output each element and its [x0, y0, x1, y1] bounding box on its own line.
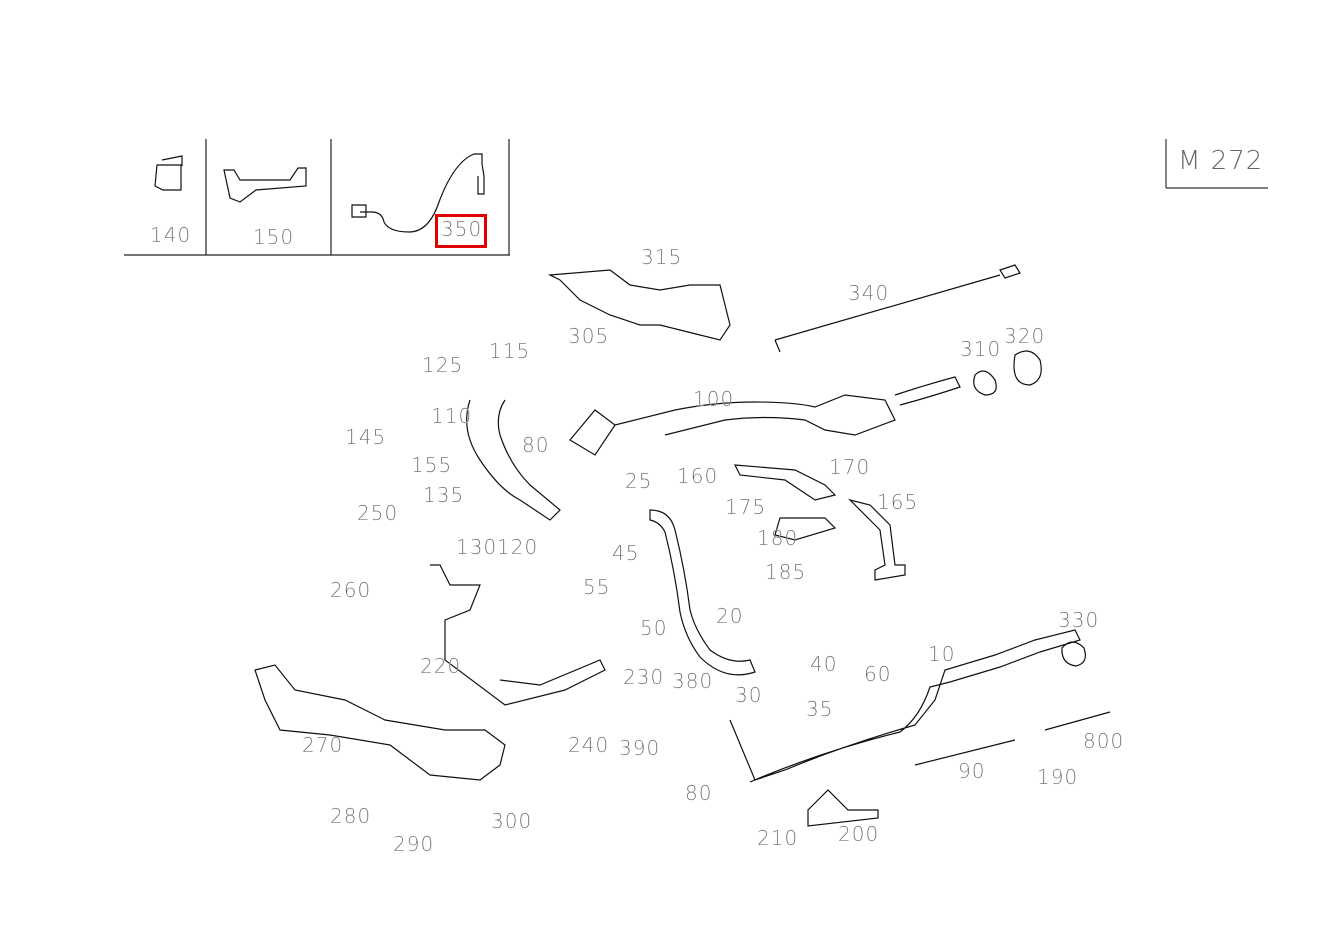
model-code: M 272 [1178, 146, 1264, 176]
part-label-390[interactable]: 390 [619, 736, 661, 760]
part-label-110[interactable]: 110 [431, 404, 473, 428]
model-frame [1165, 139, 1268, 189]
part-label-120[interactable]: 120 [497, 535, 539, 559]
part-140-bracket [154, 155, 183, 191]
part-100-front-pipe [569, 376, 961, 456]
part-label-380[interactable]: 380 [672, 669, 714, 693]
part-label-140[interactable]: 140 [150, 223, 192, 247]
part-label-305[interactable]: 305 [568, 324, 610, 348]
part-label-200[interactable]: 200 [838, 822, 880, 846]
part-270-bracket [254, 664, 506, 781]
part-110-downpipe [466, 399, 561, 521]
part-label-100[interactable]: 100 [693, 387, 735, 411]
part-label-175[interactable]: 175 [725, 495, 767, 519]
part-label-135[interactable]: 135 [423, 483, 465, 507]
part-label-210[interactable]: 210 [757, 826, 799, 850]
part-150-bracket [223, 167, 307, 203]
part-label-220[interactable]: 220 [420, 654, 462, 678]
part-320-ring [1013, 350, 1042, 386]
part-label-60[interactable]: 60 [864, 662, 892, 686]
part-label-320[interactable]: 320 [1004, 324, 1046, 348]
part-label-185[interactable]: 185 [765, 560, 807, 584]
part-label-50[interactable]: 50 [640, 616, 668, 640]
part-200-mount [807, 789, 879, 827]
part-90-rod [914, 739, 1016, 766]
part-label-40[interactable]: 40 [810, 652, 838, 676]
part-label-30[interactable]: 30 [735, 683, 763, 707]
part-180-plate [774, 517, 837, 541]
part-label-115[interactable]: 115 [489, 339, 531, 363]
part-340-cable [774, 264, 1021, 353]
part-310-clamp [973, 370, 997, 396]
part-800-rod [1044, 711, 1111, 731]
part-label-250[interactable]: 250 [357, 501, 399, 525]
part-label-125[interactable]: 125 [422, 353, 464, 377]
part-305-bracket [547, 269, 731, 341]
part-label-240[interactable]: 240 [568, 733, 610, 757]
part-label-155[interactable]: 155 [411, 453, 453, 477]
part-label-315[interactable]: 315 [641, 245, 683, 269]
part-label-290[interactable]: 290 [393, 832, 435, 856]
part-label-80b[interactable]: 80 [685, 781, 713, 805]
part-label-350[interactable]: 350 [441, 217, 483, 241]
part-170-bracket [733, 464, 837, 501]
part-330-clamp [1061, 641, 1086, 667]
part-label-190[interactable]: 190 [1037, 765, 1079, 789]
part-label-160[interactable]: 160 [677, 464, 719, 488]
part-label-150[interactable]: 150 [253, 225, 295, 249]
part-label-90[interactable]: 90 [958, 759, 986, 783]
part-20-pipe [649, 509, 756, 676]
part-label-260[interactable]: 260 [330, 578, 372, 602]
highlight-box [435, 214, 487, 248]
part-label-80[interactable]: 80 [522, 433, 550, 457]
part-label-10[interactable]: 10 [928, 642, 956, 666]
part-10-rear-pipe [729, 629, 1081, 783]
part-label-300[interactable]: 300 [491, 809, 533, 833]
part-label-330[interactable]: 330 [1058, 608, 1100, 632]
part-label-180[interactable]: 180 [757, 526, 799, 550]
part-label-25[interactable]: 25 [625, 469, 653, 493]
inset-frame [124, 139, 510, 256]
part-label-45[interactable]: 45 [612, 541, 640, 565]
part-label-800[interactable]: 800 [1083, 729, 1125, 753]
part-label-230[interactable]: 230 [623, 665, 665, 689]
part-label-130[interactable]: 130 [456, 535, 498, 559]
part-label-340[interactable]: 340 [848, 281, 890, 305]
part-label-310[interactable]: 310 [960, 337, 1002, 361]
part-label-170[interactable]: 170 [829, 455, 871, 479]
part-220-bracket [430, 564, 606, 706]
part-350-oxygen-sensor [351, 153, 485, 233]
part-165-bracket [848, 498, 906, 581]
part-label-165[interactable]: 165 [877, 490, 919, 514]
part-label-35[interactable]: 35 [806, 697, 834, 721]
part-label-280[interactable]: 280 [330, 804, 372, 828]
part-label-20[interactable]: 20 [716, 604, 744, 628]
part-label-55[interactable]: 55 [583, 575, 611, 599]
part-label-145[interactable]: 145 [345, 425, 387, 449]
part-label-270[interactable]: 270 [302, 733, 344, 757]
